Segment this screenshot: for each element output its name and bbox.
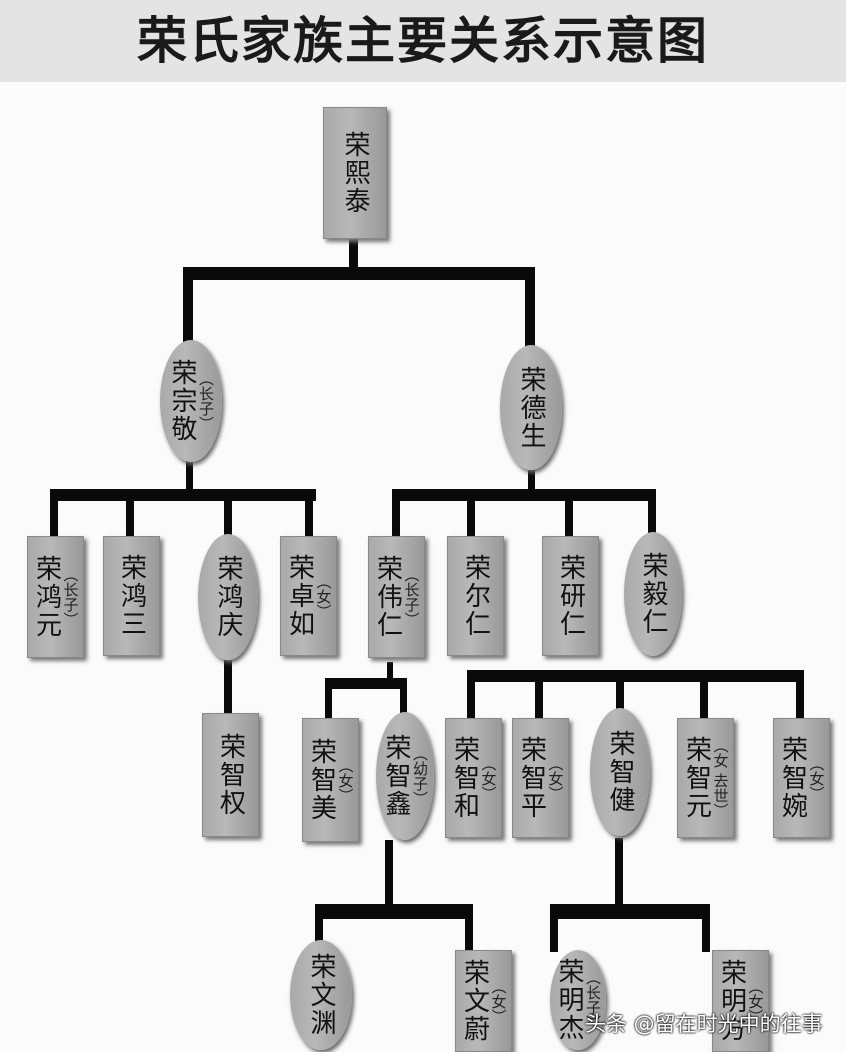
person-node: 荣智美（女） <box>302 718 359 842</box>
person-node: 荣智和（女） <box>445 718 502 838</box>
person-name: 荣卓如 <box>284 554 315 638</box>
connector <box>615 838 623 910</box>
connector <box>565 489 573 536</box>
connector <box>702 904 710 952</box>
connector <box>315 904 323 944</box>
person-node: 荣智婉（女） <box>773 718 830 838</box>
person-name: 荣智平 <box>516 736 547 820</box>
person-note: （长子） <box>402 567 421 627</box>
person-node: 荣尔仁 <box>447 536 504 656</box>
connector <box>467 489 475 536</box>
connector <box>325 678 332 720</box>
person-name: 荣宗敬 <box>167 359 197 443</box>
person-name: 荣德生 <box>516 365 546 450</box>
connector <box>183 267 193 345</box>
person-note: （女） <box>479 755 498 801</box>
person-name: 荣鸿元 <box>31 555 62 639</box>
person-node: 荣毅仁 <box>624 532 682 656</box>
person-node: 荣智鑫（幼子） <box>376 712 434 840</box>
person-note: （女） <box>807 755 826 801</box>
connector <box>467 670 475 720</box>
diagram-title: 荣氏家族主要关系示意图 <box>0 0 846 82</box>
connector <box>305 489 313 536</box>
person-name: 荣智和 <box>449 736 480 820</box>
person-name: 荣毅仁 <box>638 552 668 636</box>
person-name: 荣文渊 <box>306 953 336 1037</box>
connector <box>648 489 656 536</box>
connector <box>616 670 624 712</box>
connector <box>465 904 473 952</box>
person-name: 荣尔仁 <box>460 554 491 638</box>
person-node: 荣伟仁（长子） <box>368 536 425 658</box>
connector <box>392 489 400 536</box>
person-note: （长子） <box>61 567 80 627</box>
person-name: 荣鸿庆 <box>213 555 243 639</box>
person-name: 荣明杰 <box>554 958 584 1042</box>
person-node: 荣智权 <box>202 713 259 837</box>
person-name: 荣智婉 <box>777 736 808 820</box>
connector <box>325 678 407 689</box>
person-name: 荣智元 <box>681 736 712 820</box>
person-note: （女） <box>336 757 355 803</box>
person-node: 荣研仁 <box>542 536 599 656</box>
person-node: 荣文渊 <box>290 940 352 1050</box>
watermark: 头条 @留在时光中的往事 <box>585 1012 823 1036</box>
connector <box>550 904 710 919</box>
connector <box>50 489 58 536</box>
connector <box>349 237 358 273</box>
person-name: 荣鸿三 <box>116 554 147 638</box>
person-node: 荣鸿元（长子） <box>27 536 84 658</box>
person-node: 荣熙泰 <box>323 107 387 239</box>
person-note: （女） <box>489 978 508 1024</box>
person-note: （女） <box>746 978 765 1024</box>
connector <box>467 670 804 682</box>
person-name: 荣智权 <box>215 733 246 817</box>
connector <box>535 670 543 720</box>
connector <box>224 660 232 714</box>
person-note: （长子） <box>197 371 215 431</box>
person-node: 荣鸿庆 <box>198 534 258 660</box>
person-name: 荣文蔚 <box>459 959 490 1043</box>
person-node: 荣智元（女 去世） <box>677 718 734 838</box>
person-node: 荣智健 <box>590 708 650 836</box>
connector <box>50 489 316 501</box>
person-name: 荣研仁 <box>555 554 586 638</box>
connector <box>183 267 535 280</box>
connector <box>700 670 708 720</box>
person-node: 荣德生 <box>500 345 562 470</box>
person-node: 荣明方（女） <box>712 950 769 1052</box>
person-note: （幼子） <box>411 746 429 806</box>
person-name: 荣智鑫 <box>381 734 411 818</box>
connector <box>400 678 407 716</box>
connector <box>392 489 656 501</box>
person-node: 荣智平（女） <box>512 718 569 838</box>
person-name: 荣伟仁 <box>372 555 403 639</box>
connector <box>126 489 134 536</box>
connector <box>315 904 472 919</box>
person-node: 荣鸿三 <box>103 536 160 656</box>
connector <box>796 670 804 720</box>
person-name: 荣智健 <box>605 730 635 814</box>
person-note: （女 去世） <box>711 738 730 818</box>
person-note: （女） <box>314 573 333 619</box>
person-node: 荣明杰（长子） <box>550 950 606 1050</box>
connector <box>525 267 535 347</box>
connector <box>550 904 558 952</box>
person-node: 荣卓如（女） <box>280 536 337 656</box>
connector <box>186 460 193 494</box>
connector <box>224 489 232 536</box>
person-name: 荣熙泰 <box>340 131 370 215</box>
person-note: （长子） <box>584 970 602 1030</box>
person-name: 荣智美 <box>306 738 337 822</box>
person-node: 荣文蔚（女） <box>455 950 512 1052</box>
person-name: 荣明方 <box>716 959 747 1043</box>
connector <box>385 840 393 910</box>
connector <box>528 470 535 494</box>
person-note: （女） <box>546 755 565 801</box>
connector <box>387 662 393 684</box>
person-node: 荣宗敬（长子） <box>160 340 222 462</box>
